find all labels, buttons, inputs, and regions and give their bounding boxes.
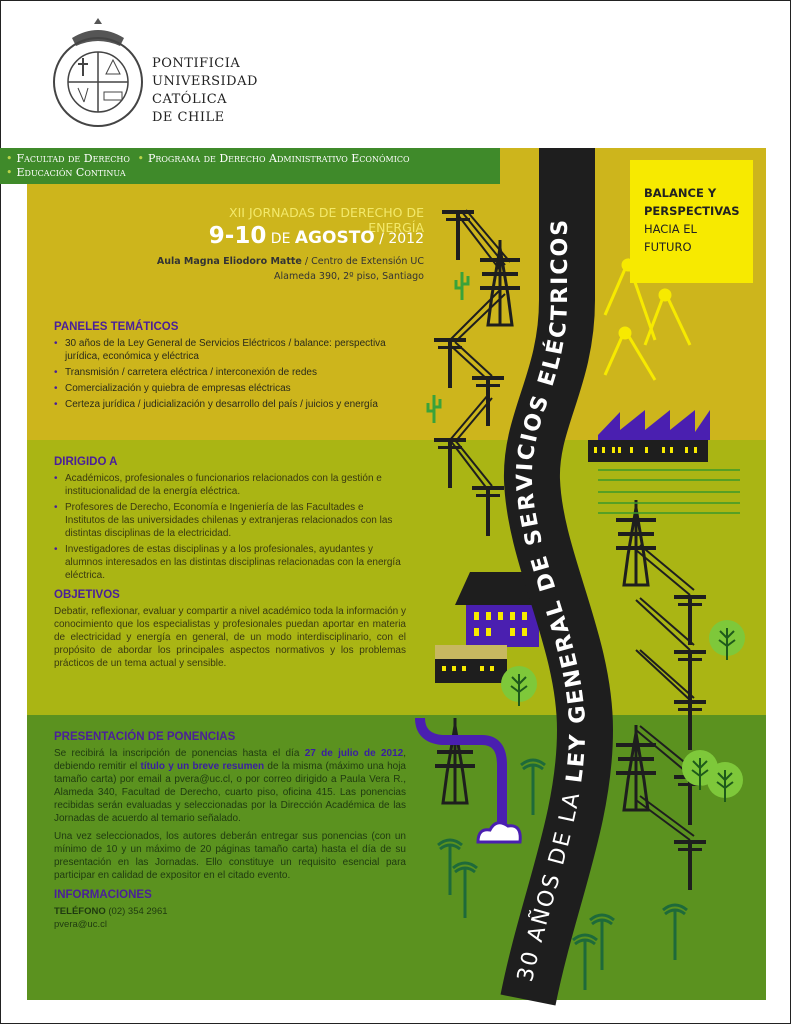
section-heading: PANELES TEMÁTICOS bbox=[54, 321, 179, 333]
cloud-icon bbox=[476, 821, 522, 844]
transmission-tower bbox=[433, 716, 477, 805]
event-days: 9-10 bbox=[208, 223, 267, 249]
faculty-label: Facultad de Derecho bbox=[16, 152, 130, 165]
dirigido-section: DIRIGIDO A Académicos, profesionales o f… bbox=[54, 455, 406, 582]
mountains bbox=[603, 257, 692, 381]
factory bbox=[588, 410, 710, 462]
continuing-education-label: Educación Continua bbox=[16, 166, 126, 179]
band-bottom bbox=[27, 715, 766, 1000]
phone-number: (02) 354 2961 bbox=[105, 906, 168, 917]
utility-pole bbox=[674, 595, 706, 645]
list-item: Certeza jurídica / judicialización y des… bbox=[54, 398, 406, 411]
event-title: XII JORNADAS DE DERECHO DE ENERGÍA bbox=[229, 205, 424, 235]
university-name-line: CATÓLICA bbox=[152, 92, 228, 107]
utility-pole bbox=[674, 840, 706, 890]
program-label: Programa de Derecho Administrativo Econó… bbox=[147, 152, 410, 165]
ponencias-section: PRESENTACIÓN DE PONENCIAS Se recibirá la… bbox=[54, 730, 406, 882]
palm-tree bbox=[661, 903, 689, 962]
university-name: PONTIFICIA UNIVERSIDAD CATÓLICA DE CHILE bbox=[152, 55, 258, 127]
event-venue: Aula Magna Eliodoro Matte / Centro de Ex… bbox=[150, 254, 424, 284]
pipe bbox=[415, 717, 507, 825]
venue-address: Alameda 390, 2º piso, Santiago bbox=[273, 271, 424, 282]
utility-pole bbox=[434, 438, 466, 488]
callout-line: HACIA EL bbox=[644, 222, 697, 236]
palm-tree bbox=[519, 758, 547, 817]
info-section: INFORMACIONES TELÉFONO (02) 354 2961 pve… bbox=[54, 888, 406, 931]
university-name-line: UNIVERSIDAD bbox=[152, 74, 258, 89]
road bbox=[500, 148, 614, 1006]
bottom-flow: PRESENTACIÓN DE PONENCIAS Se recibirá la… bbox=[54, 730, 406, 931]
venue-name: Aula Magna Eliodoro Matte bbox=[156, 256, 302, 267]
palm-tree bbox=[436, 838, 464, 897]
cactus bbox=[426, 395, 442, 423]
callout-line: BALANCE Y bbox=[644, 186, 717, 200]
university-seal-logo bbox=[53, 18, 143, 127]
callout-line: FUTURO bbox=[644, 240, 692, 254]
balance-callout: BALANCE Y PERSPECTIVAS HACIA EL FUTURO bbox=[630, 160, 753, 283]
crop-field bbox=[598, 469, 740, 514]
event-month: AGOSTO bbox=[294, 228, 375, 248]
paneles-section: PANELES TEMÁTICOS 30 años de la Ley Gene… bbox=[54, 320, 406, 411]
section-heading: PRESENTACIÓN DE PONENCIAS bbox=[54, 731, 236, 743]
event-de: DE bbox=[266, 231, 295, 247]
ponencias-paragraph: Se recibirá la inscripción de ponencias … bbox=[54, 748, 406, 824]
venue-center: / Centro de Extensión UC bbox=[301, 256, 424, 267]
event-year: / 2012 bbox=[374, 231, 424, 247]
phone-label: TELÉFONO bbox=[54, 906, 106, 917]
callout-line: PERSPECTIVAS bbox=[644, 204, 740, 218]
list-item: 30 años de la Ley General de Servicios E… bbox=[54, 337, 406, 363]
section-heading: INFORMACIONES bbox=[54, 889, 152, 901]
list-item: Investigadores de estas disciplinas y a … bbox=[54, 543, 406, 582]
objetivos-text: Debatir, reflexionar, evaluar y comparti… bbox=[54, 606, 406, 669]
university-name-line: DE CHILE bbox=[152, 110, 225, 125]
utility-pole bbox=[674, 700, 706, 750]
submission-requirement: título y un breve resumen bbox=[140, 761, 265, 772]
list-item: Transmisión / carretera eléctrica / inte… bbox=[54, 366, 406, 379]
ponencias-paragraph: Una vez seleccionados, los autores deber… bbox=[54, 831, 406, 881]
tree bbox=[708, 619, 746, 661]
cactus bbox=[454, 272, 470, 300]
list-item: Profesores de Derecho, Economía e Ingeni… bbox=[54, 501, 406, 540]
paneles-flow: PANELES TEMÁTICOS 30 años de la Ley Gene… bbox=[54, 320, 406, 414]
palm-tree bbox=[571, 933, 599, 992]
tree bbox=[500, 665, 538, 707]
utility-pole bbox=[434, 338, 466, 388]
palm-tree bbox=[451, 861, 479, 920]
event-dates: 9-10 DE AGOSTO / 2012 bbox=[150, 222, 424, 253]
university-name-line: PONTIFICIA bbox=[152, 56, 241, 71]
faculty-bar: •Facultad de Derecho •Programa de Derech… bbox=[0, 148, 500, 184]
utility-pole bbox=[472, 376, 504, 426]
contact-email[interactable]: pvera@uc.cl bbox=[54, 919, 107, 930]
list-item: Comercialización y quiebra de empresas e… bbox=[54, 382, 406, 395]
tree bbox=[706, 761, 744, 803]
utility-pole bbox=[442, 210, 474, 260]
middle-flow: DIRIGIDO A Académicos, profesionales o f… bbox=[54, 455, 406, 675]
transmission-tower bbox=[614, 723, 658, 812]
list-item: Académicos, profesionales o funcionarios… bbox=[54, 472, 406, 498]
utility-pole bbox=[674, 650, 706, 700]
utility-pole bbox=[472, 486, 504, 536]
objetivos-section: OBJETIVOS Debatir, reflexionar, evaluar … bbox=[54, 588, 406, 670]
section-heading: OBJETIVOS bbox=[54, 589, 120, 601]
section-heading: DIRIGIDO A bbox=[54, 456, 118, 468]
deadline-date: 27 de julio de 2012 bbox=[304, 748, 404, 759]
